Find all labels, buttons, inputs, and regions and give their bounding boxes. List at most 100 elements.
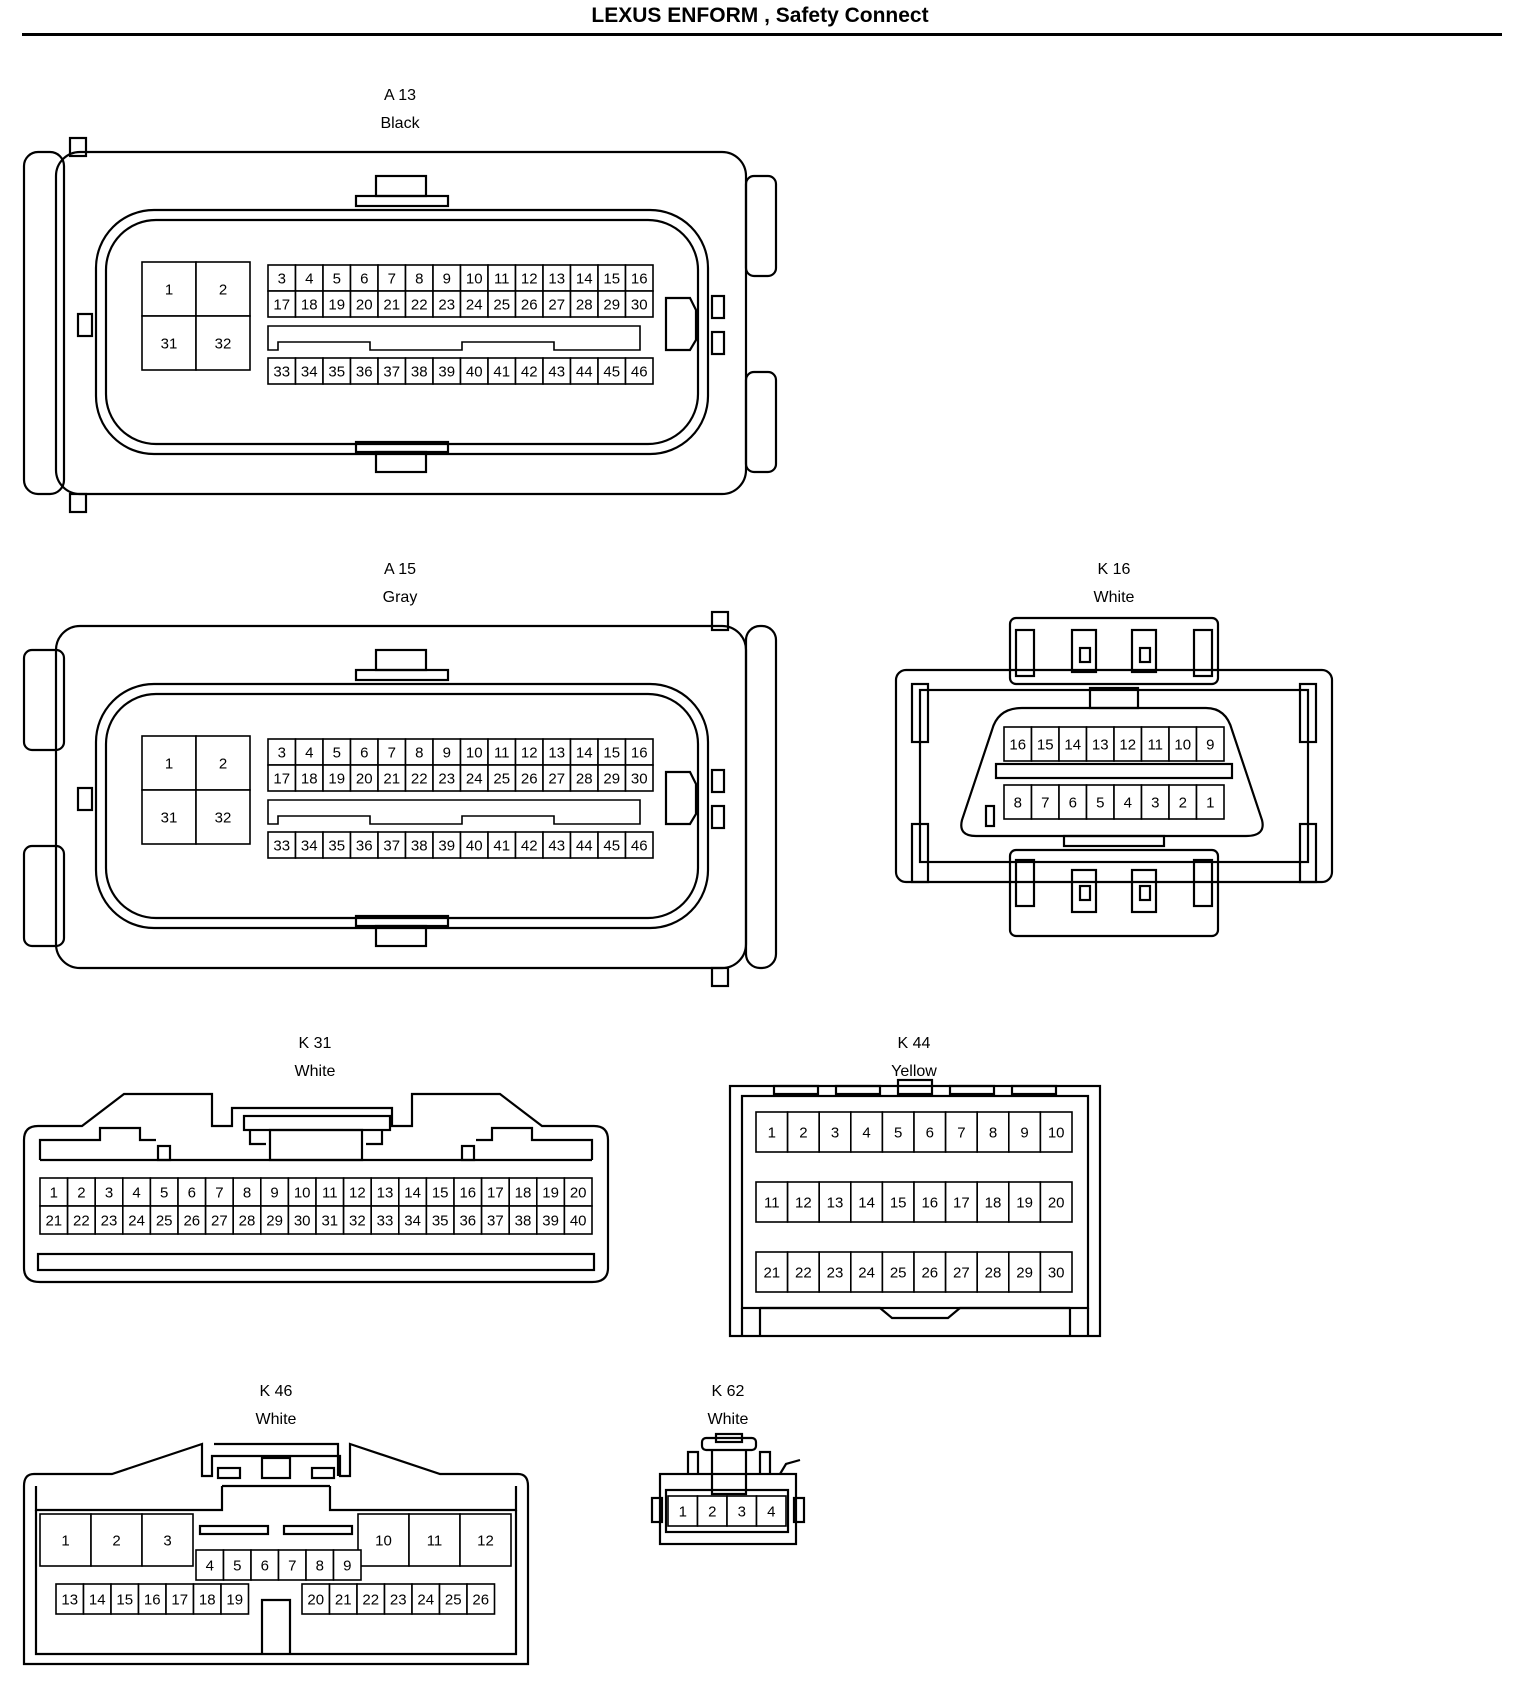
- svg-text:15: 15: [432, 1185, 449, 1202]
- k44-pin-21: 21: [755, 1251, 789, 1293]
- k44-pin-29: 29: [1007, 1251, 1042, 1293]
- svg-text:38: 38: [411, 364, 428, 381]
- k31-pin-26: 26: [177, 1205, 207, 1235]
- svg-text:16: 16: [1009, 737, 1026, 754]
- svg-text:11: 11: [322, 1185, 338, 1202]
- svg-text:14: 14: [1064, 737, 1081, 754]
- k46-pin-19: 19: [220, 1583, 250, 1615]
- svg-text:26: 26: [921, 1265, 938, 1282]
- svg-text:26: 26: [521, 771, 538, 788]
- a13-pin-32: 32: [195, 315, 251, 371]
- k31-pin-28: 28: [232, 1205, 262, 1235]
- k31-pin-8: 8: [232, 1177, 262, 1207]
- a15-pin-39: 39: [432, 831, 462, 859]
- svg-text:2: 2: [219, 756, 227, 773]
- k44-pin-11: 11: [755, 1181, 789, 1223]
- k62-pin-3: 3: [726, 1495, 758, 1527]
- k31-pin-20: 20: [563, 1177, 593, 1207]
- k31-pin-16: 16: [453, 1177, 483, 1207]
- svg-text:32: 32: [349, 1213, 366, 1230]
- svg-text:6: 6: [360, 271, 368, 288]
- a13-pin-9: 9: [432, 264, 462, 292]
- svg-text:1: 1: [1206, 795, 1214, 812]
- svg-text:28: 28: [985, 1265, 1002, 1282]
- k44-pin-10: 10: [1039, 1111, 1073, 1153]
- a13-pin-46: 46: [624, 357, 654, 385]
- k16-housing: [894, 616, 1334, 938]
- svg-text:7: 7: [215, 1185, 223, 1202]
- k16-pin-1: 1: [1195, 784, 1225, 820]
- svg-text:20: 20: [356, 771, 373, 788]
- a13-pin-6: 6: [349, 264, 379, 292]
- svg-text:17: 17: [487, 1185, 504, 1202]
- k16-pin-5: 5: [1085, 784, 1115, 820]
- k46-pin-23: 23: [383, 1583, 413, 1615]
- a13-pin-16: 16: [624, 264, 654, 292]
- k44-pin-28: 28: [976, 1251, 1010, 1293]
- a13-pin-20: 20: [349, 290, 379, 318]
- connector-k31: K 31 White: [22, 1035, 610, 1284]
- svg-text:20: 20: [1048, 1195, 1065, 1212]
- k31-pin-22: 22: [66, 1205, 96, 1235]
- k31-housing: [22, 1092, 610, 1284]
- svg-text:22: 22: [411, 771, 428, 788]
- k31-pin-2: 2: [66, 1177, 96, 1207]
- svg-text:7: 7: [957, 1125, 965, 1142]
- connector-k16: K 16 White: [894, 561, 1334, 938]
- svg-text:17: 17: [273, 297, 290, 314]
- svg-text:33: 33: [377, 1213, 394, 1230]
- svg-text:25: 25: [890, 1265, 907, 1282]
- k44-pin-30: 30: [1039, 1251, 1073, 1293]
- svg-text:35: 35: [328, 838, 345, 855]
- a15-pin-30: 30: [624, 764, 654, 792]
- a13-pin-41: 41: [487, 357, 517, 385]
- svg-text:43: 43: [548, 838, 565, 855]
- svg-text:12: 12: [1119, 737, 1136, 754]
- a15-pin-11: 11: [487, 738, 517, 766]
- svg-text:3: 3: [738, 1504, 746, 1521]
- svg-text:24: 24: [466, 771, 483, 788]
- a13-pin-23: 23: [432, 290, 462, 318]
- k46-pin-1: 1: [39, 1513, 92, 1567]
- svg-text:43: 43: [548, 364, 565, 381]
- k31-pin-35: 35: [425, 1205, 455, 1235]
- a13-pin-38: 38: [404, 357, 434, 385]
- k31-pin-7: 7: [204, 1177, 235, 1207]
- k44-pin-25: 25: [881, 1251, 915, 1293]
- svg-text:1: 1: [679, 1504, 687, 1521]
- svg-text:9: 9: [443, 745, 451, 762]
- svg-text:3: 3: [831, 1125, 839, 1142]
- a15-pin-42: 42: [514, 831, 544, 859]
- svg-text:35: 35: [432, 1213, 449, 1230]
- a13-pin-18: 18: [294, 290, 324, 318]
- k46-pin-2: 2: [90, 1513, 143, 1567]
- k31-pin-34: 34: [397, 1205, 428, 1235]
- a15-pin-16: 16: [624, 738, 654, 766]
- a15-color: Gray: [383, 589, 418, 606]
- svg-text:37: 37: [383, 364, 400, 381]
- svg-text:4: 4: [132, 1185, 140, 1202]
- svg-text:34: 34: [301, 838, 318, 855]
- svg-text:45: 45: [603, 838, 620, 855]
- k62-pin-2: 2: [696, 1495, 728, 1527]
- k46-pin-14: 14: [82, 1583, 112, 1615]
- a13-pin-40: 40: [459, 357, 489, 385]
- k44-pin-9: 9: [1007, 1111, 1042, 1153]
- k46-pin-18: 18: [192, 1583, 222, 1615]
- svg-text:38: 38: [515, 1213, 532, 1230]
- svg-text:12: 12: [477, 1533, 494, 1550]
- k31-pin-5: 5: [149, 1177, 179, 1207]
- a15-pin-18: 18: [294, 764, 324, 792]
- k44-pin-17: 17: [944, 1181, 978, 1223]
- a13-pin-29: 29: [597, 290, 627, 318]
- k44-pin-12: 12: [786, 1181, 820, 1223]
- svg-text:39: 39: [542, 1213, 559, 1230]
- svg-text:6: 6: [926, 1125, 934, 1142]
- k46-pin-9: 9: [332, 1549, 362, 1581]
- svg-text:40: 40: [466, 838, 483, 855]
- svg-text:1: 1: [768, 1125, 776, 1142]
- svg-text:18: 18: [301, 771, 318, 788]
- svg-text:25: 25: [493, 297, 510, 314]
- k31-pin-4: 4: [122, 1177, 152, 1207]
- svg-text:15: 15: [1037, 737, 1054, 754]
